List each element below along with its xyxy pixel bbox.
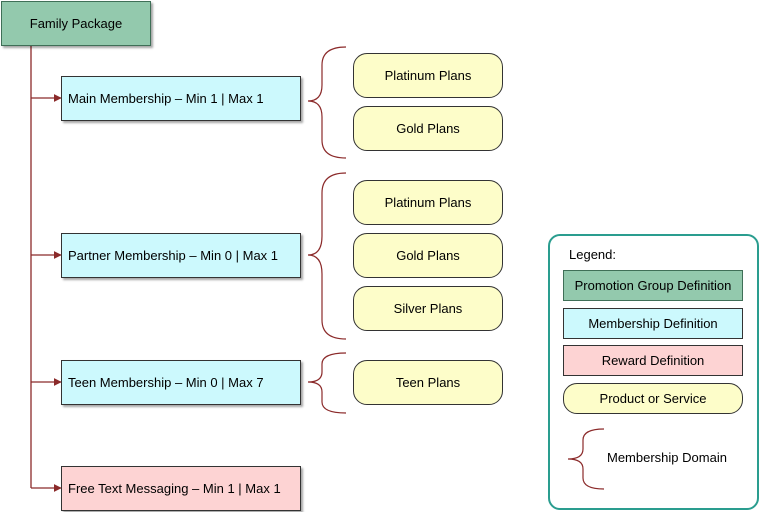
product-node-main-platinum[interactable]: Platinum Plans (353, 53, 503, 98)
free-text-messaging-label: Free Text Messaging – Min 1 | Max 1 (68, 481, 281, 496)
legend-membership-label: Membership Definition (588, 316, 718, 331)
legend-panel (548, 234, 759, 510)
legend-reward: Reward Definition (563, 345, 743, 376)
partner-membership-node[interactable]: Partner Membership – Min 0 | Max 1 (61, 233, 301, 278)
legend-reward-label: Reward Definition (601, 353, 705, 368)
legend-title: Legend: (569, 247, 616, 262)
legend-product-label: Product or Service (599, 391, 707, 406)
teen-membership-node[interactable]: Teen Membership – Min 0 | Max 7 (61, 360, 301, 405)
product-label: Teen Plans (395, 375, 461, 390)
legend-promotion-group: Promotion Group Definition (563, 270, 743, 301)
legend-membership: Membership Definition (563, 308, 743, 339)
legend-domain-brace (567, 428, 605, 490)
product-label: Platinum Plans (384, 195, 472, 210)
main-membership-node[interactable]: Main Membership – Min 1 | Max 1 (61, 76, 301, 121)
product-node-partner-platinum[interactable]: Platinum Plans (353, 180, 503, 225)
free-text-messaging-node[interactable]: Free Text Messaging – Min 1 | Max 1 (61, 466, 301, 511)
product-node-partner-gold[interactable]: Gold Plans (353, 233, 503, 278)
teen-membership-label: Teen Membership – Min 0 | Max 7 (68, 375, 264, 390)
domain-brace-main (307, 46, 347, 159)
family-package-label: Family Package (29, 16, 123, 31)
product-label: Silver Plans (393, 301, 463, 316)
product-node-teen[interactable]: Teen Plans (353, 360, 503, 405)
family-package-node[interactable]: Family Package (1, 1, 151, 46)
product-label: Gold Plans (396, 121, 460, 136)
partner-membership-label: Partner Membership – Min 0 | Max 1 (68, 248, 279, 263)
legend-domain-label: Membership Domain (607, 450, 727, 465)
product-label: Platinum Plans (384, 68, 472, 83)
domain-brace-teen (307, 352, 347, 414)
main-membership-label: Main Membership – Min 1 | Max 1 (68, 91, 264, 106)
domain-brace-partner (307, 172, 347, 340)
product-node-partner-silver[interactable]: Silver Plans (353, 286, 503, 331)
product-node-main-gold[interactable]: Gold Plans (353, 106, 503, 151)
legend-product: Product or Service (563, 383, 743, 414)
product-label: Gold Plans (396, 248, 460, 263)
legend-promotion-group-label: Promotion Group Definition (574, 278, 732, 293)
